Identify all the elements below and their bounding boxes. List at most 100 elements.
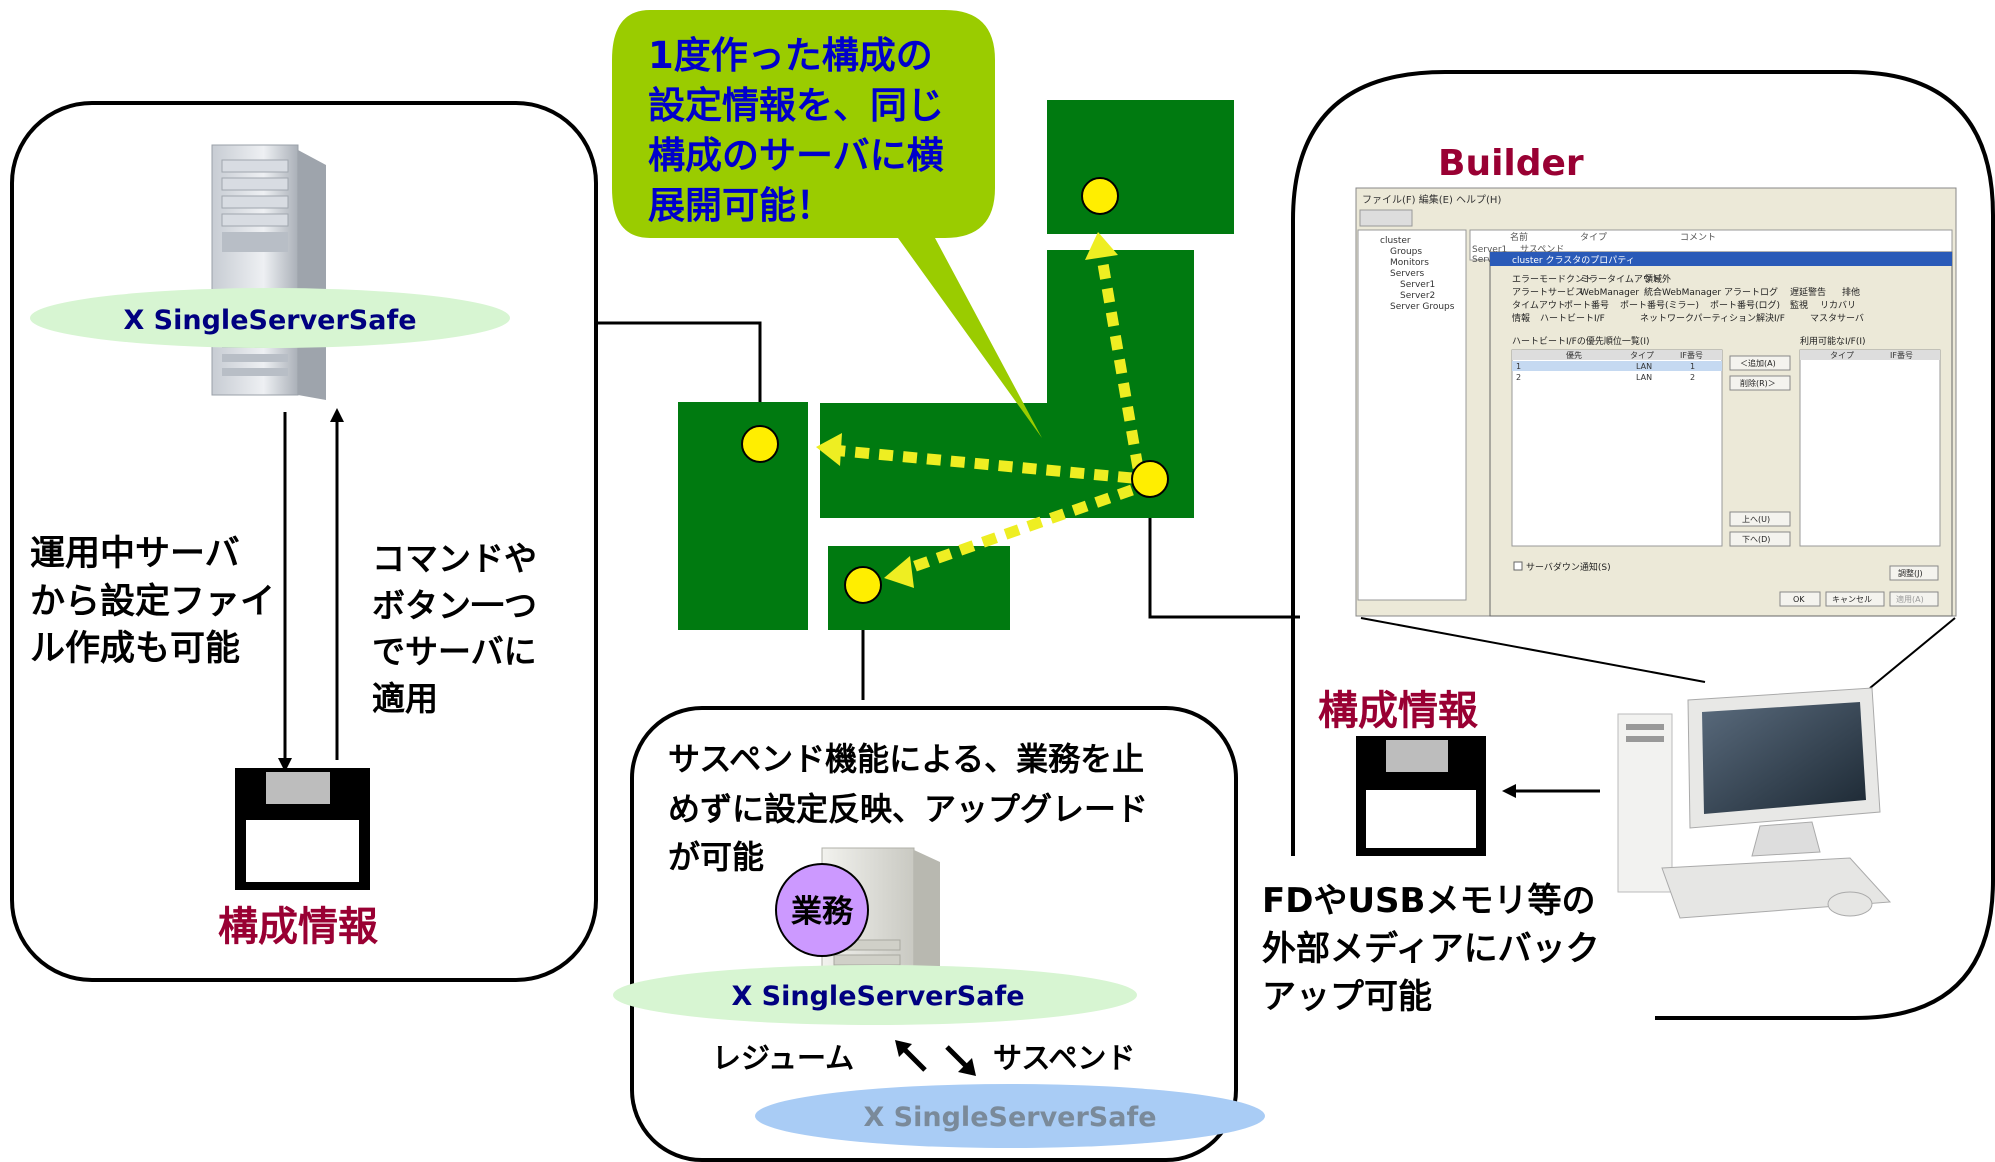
svg-text:Server1: Server1	[1472, 245, 1507, 255]
svg-text:ハートビートI/F: ハートビートI/F	[1540, 313, 1605, 324]
svg-text:マスタサーバ: マスタサーバ	[1810, 313, 1864, 324]
floppy-disk-icon	[235, 768, 370, 890]
product-label: X SingleServerSafe	[123, 305, 416, 336]
svg-text:＜追加(A): ＜追加(A)	[1740, 358, 1776, 368]
svg-text:1: 1	[1516, 362, 1521, 371]
site-dot-origin	[1131, 460, 1169, 498]
svg-text:情報: 情報	[1512, 312, 1530, 324]
svg-text:名前: 名前	[1510, 231, 1528, 243]
left-description: 運用中サーバ から設定ファイ ル作成も可能	[30, 534, 275, 669]
svg-text:ル作成も可能: ル作成も可能	[30, 629, 240, 669]
connector-right	[1148, 486, 1300, 619]
svg-text:Groups: Groups	[1390, 247, 1422, 257]
svg-text:LAN: LAN	[1636, 373, 1652, 382]
resume-arrow-icon	[895, 1040, 927, 1072]
deploy-callout: 1度作った構成の 設定情報を、同じ 構成のサーバに横 展開可能！	[612, 10, 1042, 438]
svg-text:サーバダウン通知(S): サーバダウン通知(S)	[1526, 561, 1611, 573]
tower-server-icon	[211, 144, 326, 400]
suspend-description: サスペンド機能による、業務を止 めずに設定反映、アップグレード が可能	[668, 740, 1148, 876]
bottom-panel-frame	[630, 706, 1238, 1162]
desktop-pc-icon	[1617, 687, 1892, 919]
down-arrow-icon	[278, 758, 292, 772]
svg-text:が可能: が可能	[668, 838, 764, 876]
svg-text:LAN: LAN	[1636, 362, 1652, 371]
up-arrow-icon	[330, 408, 344, 422]
svg-text:領域外: 領域外	[1644, 273, 1671, 285]
svg-text:IF番号: IF番号	[1680, 350, 1703, 360]
svg-text:外部メディアにバック: 外部メディアにバック	[1262, 929, 1600, 969]
config-label-right: 構成情報	[1318, 688, 1478, 734]
svg-text:ポート番号(ログ): ポート番号(ログ)	[1710, 299, 1780, 311]
svg-text:IF番号: IF番号	[1890, 350, 1913, 360]
svg-text:ポート番号(ミラー): ポート番号(ミラー)	[1620, 299, 1699, 311]
svg-text:1: 1	[1690, 362, 1695, 371]
svg-text:タイプ: タイプ	[1630, 351, 1654, 360]
svg-text:展開可能！: 展開可能！	[648, 184, 833, 227]
site-dot-west	[741, 425, 779, 463]
svg-text:コメント: コメント	[1680, 233, 1716, 243]
svg-text:でサーバに: でサーバに	[372, 632, 537, 671]
zoom-line-right	[1869, 617, 1956, 689]
svg-text:サスペンド機能による、業務を止: サスペンド機能による、業務を止	[668, 740, 1144, 778]
svg-text:キャンセル: キャンセル	[1832, 595, 1872, 604]
svg-text:cluster クラスタのプロパティ: cluster クラスタのプロパティ	[1512, 255, 1635, 266]
svg-text:ポート番号: ポート番号	[1564, 299, 1609, 311]
deploy-arrows	[816, 232, 1144, 588]
svg-text:遅延警告: 遅延警告	[1790, 286, 1826, 298]
right-panel-frame	[1291, 70, 1995, 1020]
svg-text:Monitors: Monitors	[1390, 258, 1429, 268]
svg-text:コマンドや: コマンドや	[372, 539, 537, 578]
product-ellipse-suspended	[755, 1084, 1265, 1148]
svg-text:調整(J): 調整(J)	[1898, 568, 1923, 578]
svg-text:利用可能なI/F(I): 利用可能なI/F(I)	[1800, 335, 1866, 347]
svg-text:アラートログ: アラートログ	[1724, 286, 1778, 298]
media-description: FDやUSBメモリ等の 外部メディアにバック アップ可能	[1262, 881, 1600, 1017]
svg-text:OK: OK	[1793, 595, 1805, 604]
product-label-suspended: X SingleServerSafe	[863, 1102, 1156, 1133]
svg-text:2: 2	[1516, 373, 1521, 382]
left-arrow-icon	[1502, 784, 1516, 798]
svg-text:ミラータイムアウト: ミラータイムアウト	[1580, 274, 1661, 285]
task-label: 業務	[791, 894, 854, 930]
svg-text:ネットワークパーティション解決I/F: ネットワークパーティション解決I/F	[1640, 312, 1785, 324]
svg-text:エラーモードクント: エラーモードクント	[1512, 274, 1593, 285]
svg-text:アラートサービス: アラートサービス	[1512, 287, 1584, 298]
builder-screenshot: ファイル(F) 編集(E) ヘルプ(H) cluster Groups Moni…	[1355, 187, 1957, 617]
config-label: 構成情報	[218, 904, 378, 950]
zoom-line-left	[1360, 617, 1706, 683]
svg-text:めずに設定反映、アップグレード: めずに設定反映、アップグレード	[668, 790, 1148, 828]
svg-text:cluster: cluster	[1380, 236, 1411, 246]
svg-text:2: 2	[1690, 373, 1695, 382]
svg-text:下へ(D): 下へ(D)	[1742, 535, 1770, 544]
svg-text:FDやUSBメモリ等の: FDやUSBメモリ等の	[1262, 881, 1595, 921]
svg-text:アップ可能: アップ可能	[1262, 977, 1432, 1017]
svg-text:設定情報を、同じ: 設定情報を、同じ	[648, 84, 944, 127]
svg-text:監視: 監視	[1790, 299, 1808, 311]
product-label-active: X SingleServerSafe	[731, 981, 1024, 1012]
site-dot-south	[844, 566, 882, 604]
svg-text:サスペンド: サスペンド	[1520, 244, 1564, 255]
suspend-arrow-icon	[945, 1045, 976, 1076]
builder-title: Builder	[1438, 143, 1584, 184]
suspend-label: サスペンド	[993, 1041, 1135, 1075]
task-bubble	[775, 863, 869, 957]
svg-text:1度作った構成の: 1度作った構成の	[648, 34, 933, 77]
svg-text:WebManager: WebManager	[1580, 288, 1639, 298]
svg-text:タイプ: タイプ	[1830, 351, 1854, 360]
left-panel-frame	[10, 101, 598, 982]
site-dot-northeast	[1081, 177, 1119, 215]
svg-text:タイムアウト: タイムアウト	[1512, 300, 1566, 311]
svg-text:ハートビートI/Fの優先順位一覧(I): ハートビートI/Fの優先順位一覧(I)	[1512, 335, 1650, 347]
resume-label: レジューム	[712, 1041, 854, 1075]
product-ellipse	[30, 288, 510, 348]
svg-text:削除(R)＞: 削除(R)＞	[1740, 378, 1776, 388]
svg-text:Server Groups: Server Groups	[1390, 302, 1455, 312]
svg-text:上へ(U): 上へ(U)	[1742, 515, 1770, 524]
svg-text:ファイル(F) 編集(E) ヘルプ(H): ファイル(F) 編集(E) ヘルプ(H)	[1362, 193, 1501, 206]
svg-text:Servers: Servers	[1390, 269, 1425, 279]
connector-left	[596, 321, 762, 437]
svg-text:排他: 排他	[1842, 286, 1860, 298]
svg-text:Server2: Server2	[1400, 291, 1435, 301]
svg-text:構成のサーバに横: 構成のサーバに横	[648, 134, 944, 177]
map-block-northeast	[1047, 100, 1234, 234]
